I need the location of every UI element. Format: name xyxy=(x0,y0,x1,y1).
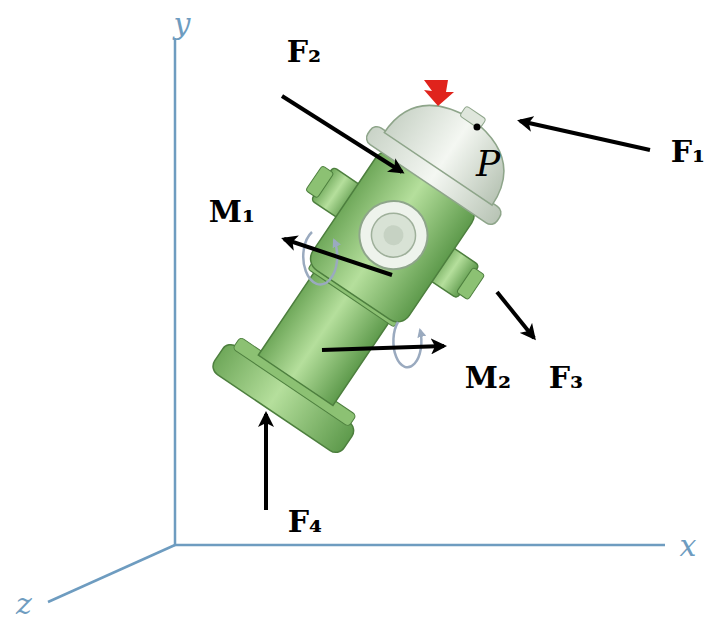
force-label: F₃ xyxy=(549,363,583,393)
force-arrows xyxy=(266,96,650,510)
force-label: F₄ xyxy=(288,507,322,537)
force-label: F₂ xyxy=(287,37,321,67)
force-label: F₁ xyxy=(671,137,705,167)
point-label: P xyxy=(476,146,500,182)
moment-label: M₁ xyxy=(209,197,255,227)
red-marker xyxy=(424,80,454,106)
axis-label: x xyxy=(680,531,697,561)
axis-label: y xyxy=(174,9,191,39)
fire-hydrant xyxy=(193,58,558,468)
axis-label: z xyxy=(16,589,32,619)
coordinate-axes xyxy=(48,38,665,602)
moment-label: M₂ xyxy=(465,363,511,393)
point-dot xyxy=(474,124,481,131)
